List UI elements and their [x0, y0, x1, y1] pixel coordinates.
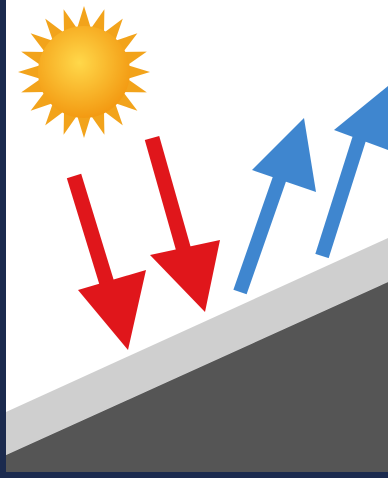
frame-bottom-border	[0, 472, 388, 478]
down-arrow-icon	[150, 138, 220, 312]
frame-left-border	[0, 0, 6, 478]
incoming-rays	[74, 138, 220, 350]
sun-core	[38, 26, 130, 118]
sun-icon	[18, 6, 150, 138]
surface-body	[6, 282, 388, 472]
up-arrow-icon	[322, 86, 388, 256]
down-arrow-icon	[74, 176, 146, 350]
up-arrow-icon	[240, 118, 316, 292]
